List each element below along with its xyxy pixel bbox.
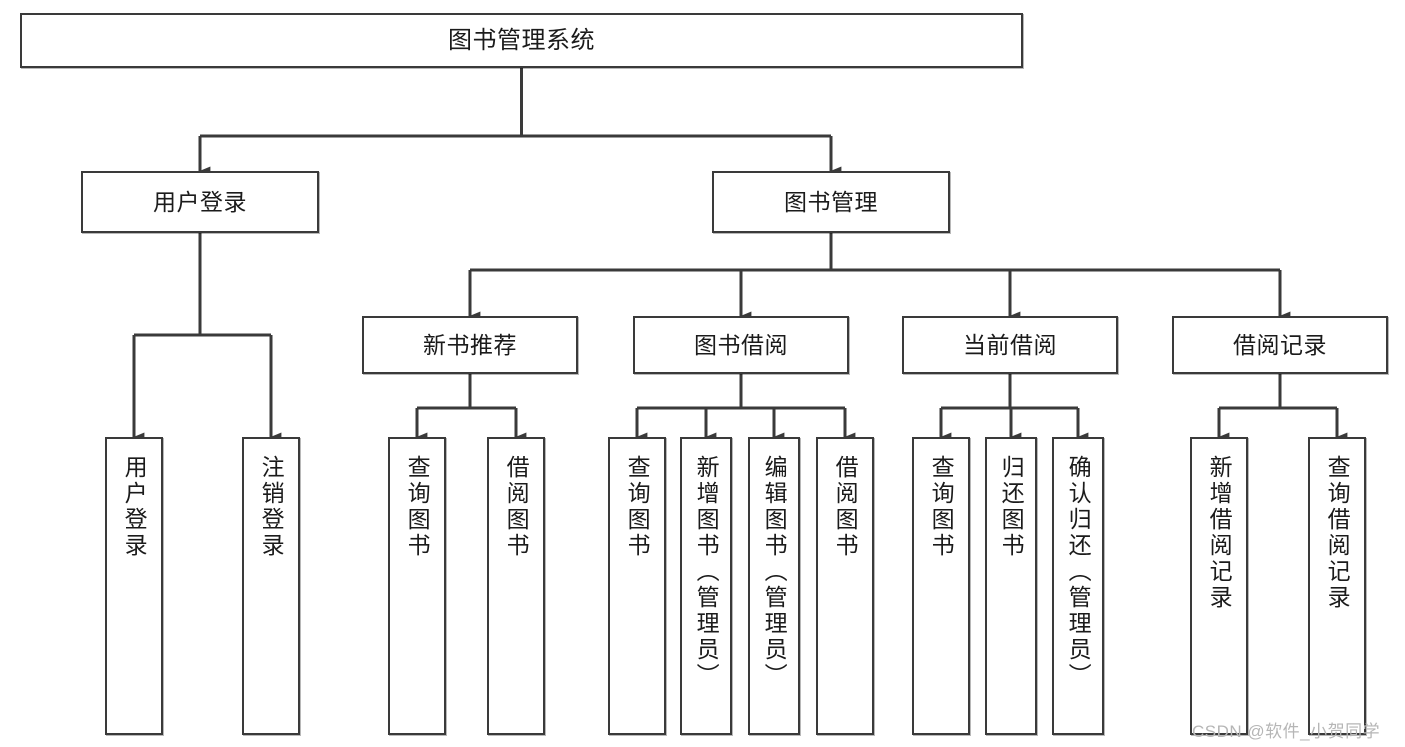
node-label-leaf-borrow-book-2: 借阅图书	[832, 455, 859, 559]
node-leaf-query-record[interactable]: 查询借阅记录	[1308, 437, 1366, 735]
node-leaf-user-login[interactable]: 用户登录	[105, 437, 163, 735]
node-label-leaf-query-book-1: 查询图书	[404, 455, 431, 559]
node-label-leaf-borrow-book-1: 借阅图书	[503, 455, 530, 559]
node-current-borrow[interactable]: 当前借阅	[902, 316, 1118, 374]
node-leaf-borrow-book-1[interactable]: 借阅图书	[487, 437, 545, 735]
node-leaf-query-book-3[interactable]: 查询图书	[912, 437, 970, 735]
node-leaf-return-book[interactable]: 归还图书	[985, 437, 1037, 735]
node-new-book-recommend[interactable]: 新书推荐	[362, 316, 578, 374]
edge-layer	[132, 68, 1348, 442]
node-leaf-query-book-1[interactable]: 查询图书	[388, 437, 446, 735]
node-book-borrow[interactable]: 图书借阅	[633, 316, 849, 374]
node-label-leaf-add-book: 新增图书（管理员）	[693, 455, 720, 689]
node-label-borrow-record: 借阅记录	[1233, 331, 1327, 358]
node-label-leaf-edit-book: 编辑图书（管理员）	[761, 455, 788, 689]
node-label-leaf-confirm-return: 确认归还（管理员）	[1065, 455, 1092, 689]
node-leaf-add-book[interactable]: 新增图书（管理员）	[680, 437, 732, 735]
node-label-leaf-return-book: 归还图书	[998, 455, 1025, 559]
node-label-leaf-user-login: 用户登录	[121, 455, 148, 559]
node-label-root: 图书管理系统	[448, 26, 595, 54]
node-leaf-confirm-return[interactable]: 确认归还（管理员）	[1052, 437, 1104, 735]
node-leaf-add-record[interactable]: 新增借阅记录	[1190, 437, 1248, 735]
node-leaf-query-book-2[interactable]: 查询图书	[608, 437, 666, 735]
node-leaf-edit-book[interactable]: 编辑图书（管理员）	[748, 437, 800, 735]
node-borrow-record[interactable]: 借阅记录	[1172, 316, 1388, 374]
node-label-leaf-query-book-3: 查询图书	[928, 455, 955, 559]
node-label-current-borrow: 当前借阅	[963, 331, 1057, 358]
node-leaf-borrow-book-2[interactable]: 借阅图书	[816, 437, 874, 735]
node-book-manage[interactable]: 图书管理	[712, 171, 950, 233]
node-label-leaf-query-book-2: 查询图书	[624, 455, 651, 559]
node-label-leaf-query-record: 查询借阅记录	[1324, 455, 1351, 611]
node-label-leaf-add-record: 新增借阅记录	[1206, 455, 1233, 611]
node-label-leaf-logout: 注销登录	[258, 455, 285, 559]
node-user-login[interactable]: 用户登录	[81, 171, 319, 233]
node-root[interactable]: 图书管理系统	[20, 13, 1023, 68]
node-leaf-logout[interactable]: 注销登录	[242, 437, 300, 735]
node-label-book-borrow: 图书借阅	[694, 331, 788, 358]
node-label-user-login: 用户登录	[153, 188, 247, 215]
csdn-watermark: CSDN @软件_小贺同学	[1192, 722, 1381, 741]
node-label-book-manage: 图书管理	[784, 188, 878, 215]
node-label-new-book-recommend: 新书推荐	[423, 331, 517, 358]
